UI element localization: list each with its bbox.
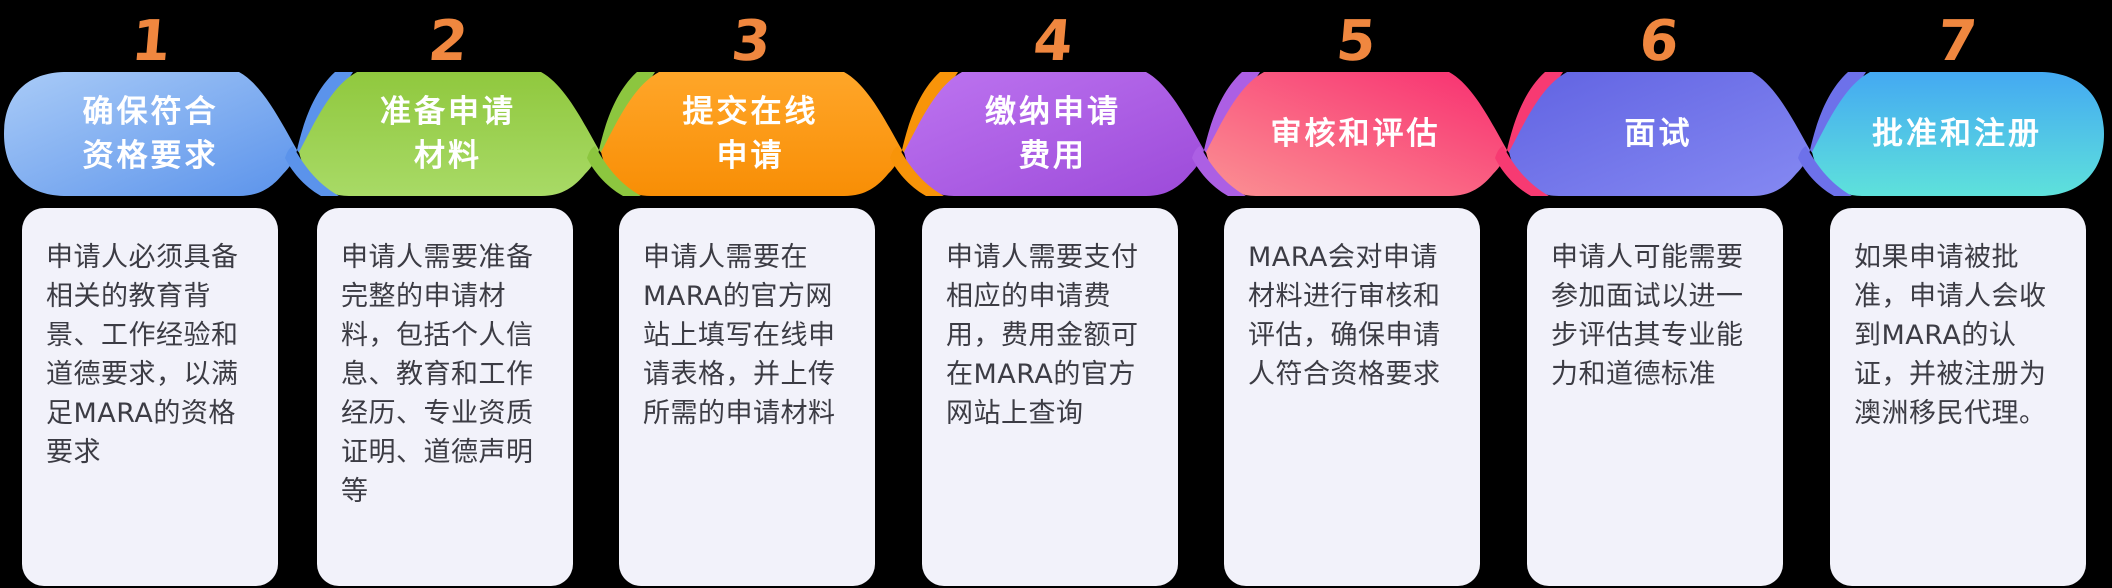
ribbon-twist-lower-2 xyxy=(587,146,641,196)
step-6-card: 申请人可能需要参加面试以进一步评估其专业能力和道德标准 xyxy=(1527,208,1783,586)
step-1-card: 申请人必须具备相关的教育背景、工作经验和道德要求，以满足MARA的资格要求 xyxy=(22,208,278,586)
ribbon-banner-5 xyxy=(1206,72,1507,196)
ribbon-banner-2 xyxy=(299,72,599,196)
step-5-card: MARA会对申请材料进行审核和评估，确保申请人符合资格要求 xyxy=(1224,208,1480,586)
step-4-card: 申请人需要支付相应的申请费用，费用金额可在MARA的官方网站上查询 xyxy=(922,208,1178,586)
step-7-card: 如果申请被批准，申请人会收到MARA的认证，并被注册为澳洲移民代理。 xyxy=(1830,208,2086,586)
ribbon-banner-6 xyxy=(1509,72,1810,196)
step-7-description: 如果申请被批准，申请人会收到MARA的认证，并被注册为澳洲移民代理。 xyxy=(1854,242,2047,429)
step-1-description: 申请人必须具备相关的教育背景、工作经验和道德要求，以满足MARA的资格要求 xyxy=(46,242,239,468)
ribbon-flow-graphic xyxy=(4,72,2104,196)
step-4-description: 申请人需要支付相应的申请费用，费用金额可在MARA的官方网站上查询 xyxy=(946,242,1139,429)
ribbon-banner-7 xyxy=(1812,72,2104,196)
step-3-description: 申请人需要在MARA的官方网站上填写在线申请表格，并上传所需的申请材料 xyxy=(643,242,836,429)
ribbon-twist-lower-1 xyxy=(285,146,339,196)
ribbon-banner-4 xyxy=(904,72,1204,196)
step-2-card: 申请人需要准备完整的申请材料，包括个人信息、教育和工作经历、专业资质证明、道德声… xyxy=(317,208,573,586)
ribbon-banner-3 xyxy=(601,72,902,196)
ribbon-banner-1 xyxy=(4,72,297,196)
ribbon-twist-lower-6 xyxy=(1798,146,1852,196)
step-2-description: 申请人需要准备完整的申请材料，包括个人信息、教育和工作经历、专业资质证明、道德声… xyxy=(341,242,534,507)
step-3-card: 申请人需要在MARA的官方网站上填写在线申请表格，并上传所需的申请材料 xyxy=(619,208,875,586)
ribbon-twist-lower-3 xyxy=(890,146,944,196)
ribbon-twist-lower-5 xyxy=(1495,146,1549,196)
ribbon-twist-lower-4 xyxy=(1192,146,1246,196)
